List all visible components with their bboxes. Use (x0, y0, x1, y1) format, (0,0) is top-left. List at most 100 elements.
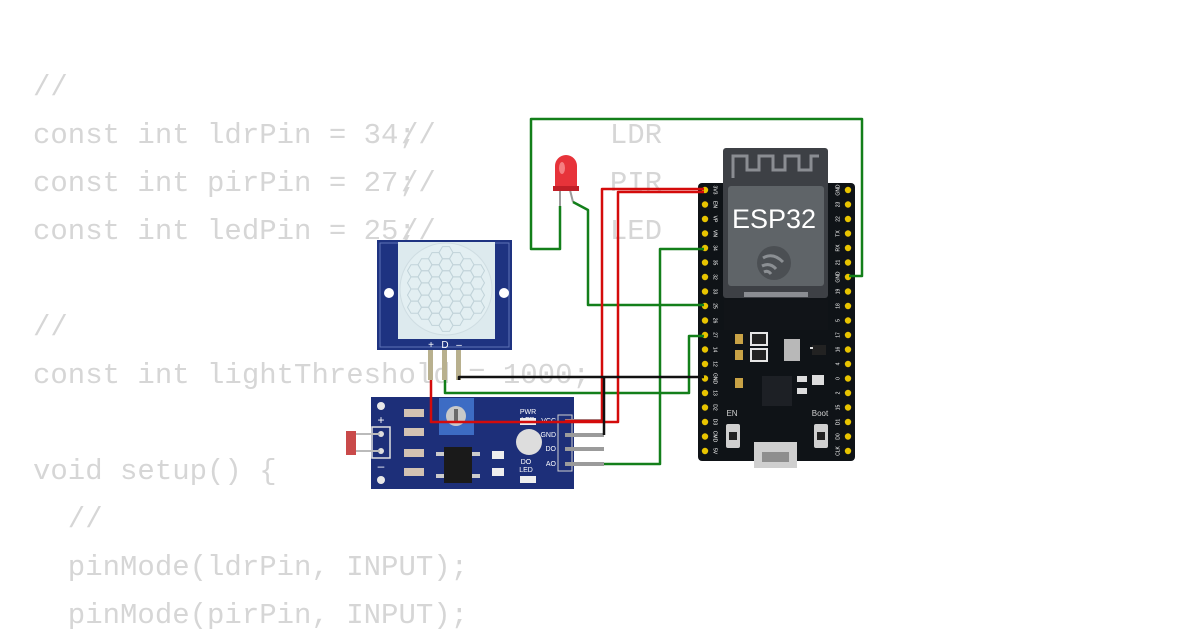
esp32-pin-label: CMD (712, 431, 718, 443)
esp32-pin-label: 27 (712, 332, 718, 338)
code-line: pinMode(pirPin, INPUT); (33, 592, 590, 640)
esp32-pin-label: 23 (835, 202, 841, 208)
esp32-pin[interactable] (844, 331, 852, 339)
wire-led-to-gnd (529, 117, 864, 278)
esp32-pin[interactable] (701, 389, 709, 397)
esp32-pin[interactable] (844, 259, 852, 266)
esp32-pin[interactable] (844, 186, 852, 194)
wire-pir-vcc-to-3v3 (429, 190, 704, 424)
esp32-pin[interactable] (701, 404, 709, 411)
esp32-pin[interactable] (844, 317, 852, 324)
esp32-pin[interactable] (844, 375, 852, 382)
esp32-pin[interactable] (844, 302, 852, 310)
esp32-pin[interactable] (701, 433, 709, 440)
en-button-label: EN (726, 409, 737, 418)
esp32-pin-label: GND (835, 271, 841, 283)
esp32-pin-label: 2 (835, 391, 841, 394)
esp32-pin[interactable] (844, 433, 852, 440)
esp32-pin-label: 17 (835, 332, 841, 338)
esp32-pin[interactable] (844, 288, 852, 295)
esp32-pin-label: 33 (712, 289, 718, 295)
code-line: const int pirPin = 27;// PIR (33, 160, 662, 208)
boot-button-label: Boot (812, 409, 829, 418)
esp32-pin[interactable] (701, 201, 709, 208)
esp32-pin[interactable] (701, 259, 709, 266)
code-line: const int ledPin = 25;// LED (33, 208, 662, 256)
esp32-pin-label: VN (712, 230, 718, 237)
photoresistor (346, 431, 356, 455)
antenna-trace (731, 154, 819, 178)
code-line-text: const int pirPin = 27; (33, 167, 416, 200)
ldr-pin-ao-label: AO (546, 461, 557, 468)
esp32-pin-label: 18 (835, 303, 841, 309)
esp32-pin[interactable] (701, 317, 709, 324)
esp32-pin[interactable] (844, 244, 852, 252)
code-line: // (33, 304, 590, 352)
esp32-pin[interactable] (844, 404, 852, 411)
wires (429, 117, 864, 466)
wire-ldr-vcc-to-3v3 (565, 187, 704, 423)
esp32-pin-label: 13 (712, 390, 718, 396)
esp32-pin[interactable] (844, 215, 852, 223)
ldr-pin-do-label: DO (546, 446, 557, 453)
code-line-text: // (33, 503, 103, 536)
esp32-pin-label: 15 (835, 405, 841, 411)
esp32-pin-label: 21 (835, 260, 841, 266)
esp32-pin[interactable] (844, 360, 852, 368)
code-line: pinMode(ldrPin, INPUT); (33, 544, 590, 592)
wire-ldr-ao-to-gpio34 (604, 247, 704, 466)
esp32-pin[interactable] (701, 418, 709, 426)
esp32-pin[interactable] (701, 215, 709, 223)
esp32-pin[interactable] (701, 360, 709, 368)
esp32-pin-label: 22 (835, 216, 841, 222)
code-line-text: const int ledPin = 25; (33, 215, 416, 248)
esp32-board[interactable]: ESP32 EN Boot 3V3ENVPVN34353233252627141… (698, 148, 855, 468)
pir-dome (399, 242, 493, 336)
red-led[interactable] (553, 155, 579, 206)
esp32-pin[interactable] (844, 201, 852, 208)
esp32-pin-label: 16 (835, 347, 841, 353)
esp32-pin-label: 4 (835, 362, 841, 365)
esp32-pin-label: 12 (712, 361, 718, 367)
pir-pin-label-minus: – (456, 340, 462, 351)
code-line-text: pinMode(ldrPin, INPUT); (33, 551, 469, 584)
code-line-text: pinMode(pirPin, INPUT); (33, 599, 469, 632)
esp32-pin[interactable] (844, 447, 852, 455)
wire-pir-out-to-gpio27 (443, 334, 704, 395)
esp32-pin-label: D3 (712, 419, 718, 426)
esp32-pin[interactable] (844, 389, 852, 397)
pir-sensor[interactable]: + D – (377, 240, 512, 380)
esp32-pin[interactable] (844, 346, 852, 353)
ldr-pin-gnd-label: GND (540, 432, 556, 439)
esp32-pin[interactable] (701, 288, 709, 295)
pir-lens-cell (469, 300, 486, 314)
ldr-minus-label: – (378, 459, 385, 473)
esp32-pin-label: 5 (835, 319, 841, 322)
code-line-text: const int ldrPin = 34; (33, 119, 416, 152)
pir-pin-label-d: D (441, 340, 448, 351)
esp32-pin-label: 19 (835, 289, 841, 295)
esp32-pin-label: 25 (712, 303, 718, 309)
code-line: void setup() { (33, 448, 590, 496)
esp32-pin-label: TX (835, 230, 841, 237)
esp32-pin-label: 0 (835, 377, 841, 380)
esp32-pin[interactable] (701, 230, 709, 237)
esp32-pin[interactable] (844, 418, 852, 426)
code-editor-text: // const int ldrPin = 34;// LDR const int … (33, 64, 662, 640)
esp32-pin-label: D1 (835, 419, 841, 426)
code-line: const int lightThreshold = 1000; (33, 352, 590, 400)
code-line-comment: // LDR (401, 119, 663, 152)
esp32-pin[interactable] (701, 346, 709, 353)
esp32-pin[interactable] (701, 447, 709, 455)
esp32-pin-label: RX (835, 244, 841, 252)
esp32-pin[interactable] (701, 273, 709, 281)
esp32-pin-label: 35 (712, 260, 718, 266)
esp32-pin-label: 32 (712, 274, 718, 280)
esp32-pin[interactable] (844, 230, 852, 237)
esp32-pin-label: D2 (712, 404, 718, 411)
esp32-pin-label: CLK (835, 445, 841, 455)
code-line-text: void setup() { (33, 455, 277, 488)
pir-pin-label-plus: + (428, 340, 434, 351)
